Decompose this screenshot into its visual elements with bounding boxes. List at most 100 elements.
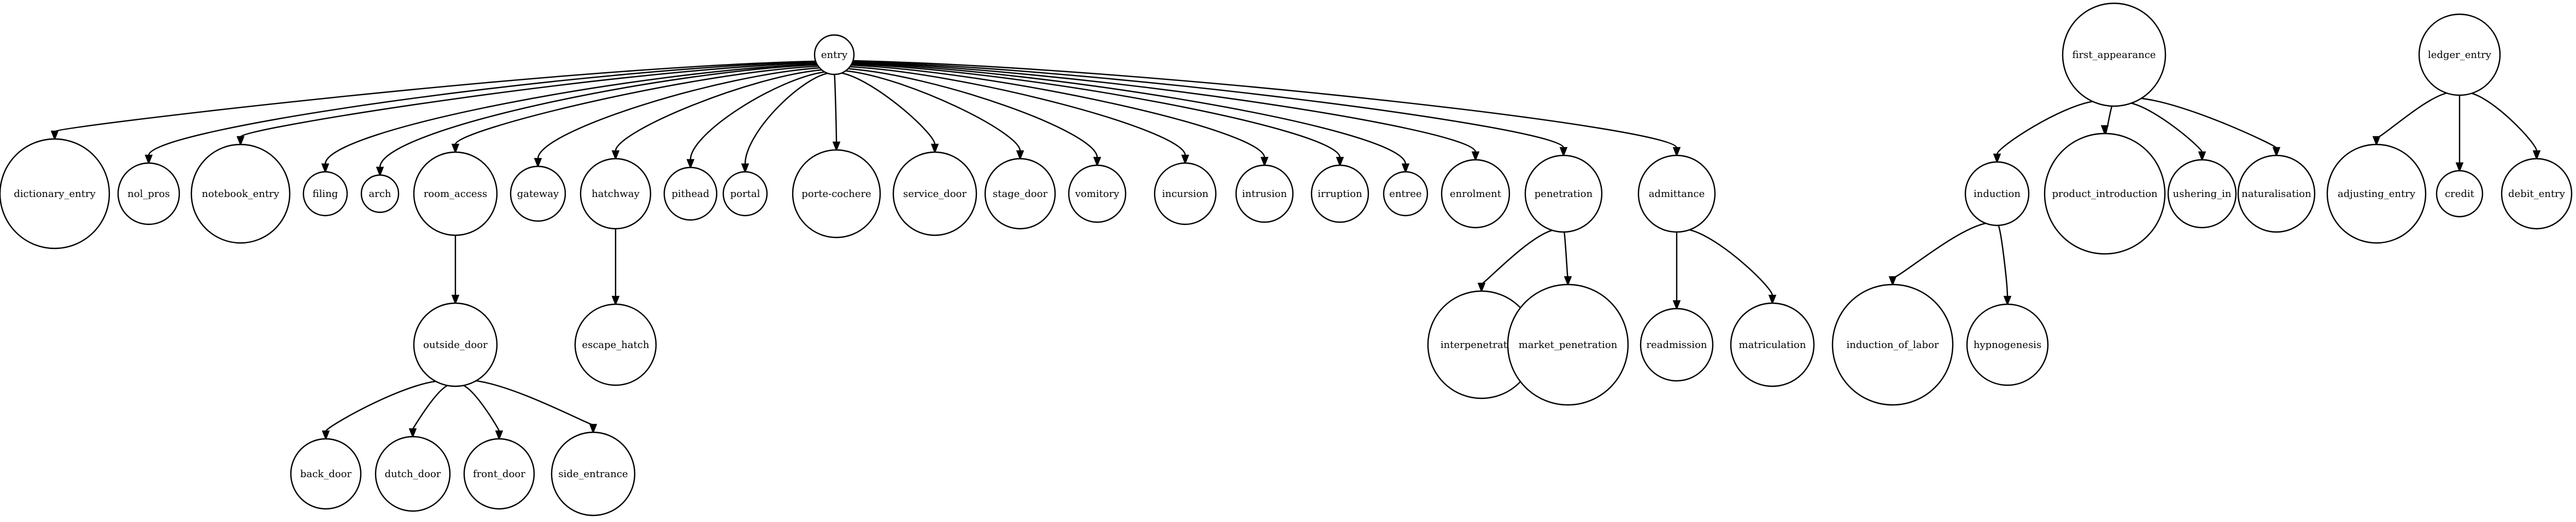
node-interpenetration: interpenetration	[1427, 290, 1536, 399]
edge-line	[2139, 97, 2278, 149]
node-ledger_entry: ledger_entry	[2418, 13, 2501, 96]
node-label: first_appearance	[2072, 49, 2156, 61]
node-label: dictionary_entry	[14, 188, 96, 200]
node-circle	[984, 158, 1056, 230]
edge-line	[1563, 231, 1569, 280]
node-label: intrusion	[1242, 188, 1287, 200]
node-label: escape_hatch	[582, 339, 649, 351]
edge-line	[834, 74, 838, 143]
node-circle	[413, 302, 498, 387]
node-circle	[663, 166, 718, 221]
node-circle	[792, 149, 881, 239]
node-stage_door: stage_door	[984, 158, 1056, 230]
node-label: gateway	[517, 188, 559, 200]
arrowhead	[1093, 156, 1102, 167]
node-circle	[1966, 303, 2049, 386]
arrowhead	[495, 430, 504, 441]
node-debit_entry: debit_entry	[2501, 158, 2573, 230]
edge-line	[379, 64, 818, 168]
node-induction: induction	[1964, 161, 2030, 227]
edge-line	[324, 63, 818, 165]
node-nol_pros: nol_pros	[117, 162, 180, 225]
node-label: vomitory	[1075, 188, 1120, 200]
arrowhead	[1672, 300, 1681, 311]
node-circle	[2237, 154, 2316, 233]
node-circle	[2436, 170, 2484, 218]
edge-entry-to-enrolment	[852, 61, 1480, 162]
node-label: service_door	[903, 188, 967, 200]
node-circle	[1310, 164, 1369, 223]
node-outside_door: outside_door	[413, 302, 498, 387]
node-dictionary_entry: dictionary_entry	[0, 138, 110, 250]
node-label: stage_door	[993, 188, 1048, 200]
node-entry: entry	[813, 34, 855, 76]
node-entree: entree	[1383, 171, 1428, 217]
node-portal: portal	[722, 171, 768, 217]
node-label: ledger_entry	[2428, 49, 2492, 61]
arrowhead	[50, 130, 59, 141]
arrowhead	[321, 430, 330, 441]
node-circle	[1154, 162, 1217, 225]
node-label: pithead	[671, 188, 709, 200]
arrowhead	[2003, 295, 2012, 306]
node-label: readmission	[1647, 339, 1707, 351]
edge-outside_door-to-dutch_door	[408, 384, 449, 439]
edge-entry-to-arch	[376, 64, 818, 177]
arrowhead	[2100, 125, 2109, 136]
edge-hatchway-to-escape_hatch	[611, 228, 620, 306]
edge-entry-to-service_door	[840, 72, 939, 154]
edge-line	[1480, 229, 1554, 285]
edge-admittance-to-readmission	[1672, 231, 1681, 311]
node-label: front_door	[473, 468, 525, 480]
node-intrusion: intrusion	[1235, 164, 1294, 223]
edge-line	[54, 60, 816, 132]
edge-first_appearance-to-product_introduction	[2100, 105, 2114, 136]
edge-penetration-to-market_penetration	[1563, 231, 1572, 287]
node-label: dutch_door	[385, 468, 441, 480]
node-circle	[1730, 302, 1815, 387]
node-label: adjusting_entry	[2338, 188, 2416, 200]
node-circle	[1235, 164, 1294, 223]
arrowhead	[1471, 151, 1480, 162]
node-circle	[1441, 159, 1511, 229]
edge-line	[850, 64, 1266, 158]
edge-entry-to-hatchway	[611, 69, 823, 161]
edge-line	[1996, 100, 2095, 155]
node-notebook_entry: notebook_entry	[190, 143, 291, 244]
node-circle	[360, 174, 400, 213]
edge-line	[744, 72, 829, 165]
node-circle	[1068, 164, 1127, 223]
node-readmission: readmission	[1640, 308, 1714, 382]
edge-line	[148, 61, 817, 156]
node-circle	[1637, 154, 1716, 233]
node-label: back_door	[300, 468, 352, 480]
node-circle	[302, 171, 348, 217]
node-label: matriculation	[1739, 339, 1806, 351]
node-circle	[1507, 283, 1629, 406]
arrowhead	[534, 158, 542, 169]
edge-layer	[50, 60, 2541, 441]
arrowhead	[144, 154, 153, 165]
node-filing: filing	[302, 171, 348, 217]
node-circle	[722, 171, 768, 217]
node-label: interpenetration	[1441, 339, 1523, 351]
edge-line	[2470, 92, 2538, 152]
arrowhead	[686, 159, 695, 170]
node-label: arch	[368, 188, 391, 200]
edge-entry-to-entree	[851, 62, 1410, 174]
node-circle	[2501, 158, 2573, 230]
arrowhead	[1993, 153, 2001, 164]
edge-line	[1997, 224, 2009, 297]
arrowhead	[611, 150, 620, 161]
node-circle	[1964, 161, 2030, 227]
node-label: credit	[2445, 188, 2475, 200]
node-circle	[374, 436, 451, 512]
edge-entry-to-vomitory	[847, 68, 1102, 167]
arrowhead	[1672, 147, 1681, 158]
arrowhead	[1401, 163, 1410, 174]
arrowhead	[2455, 162, 2464, 173]
node-label: filing	[313, 188, 338, 200]
node-arch: arch	[360, 174, 400, 213]
